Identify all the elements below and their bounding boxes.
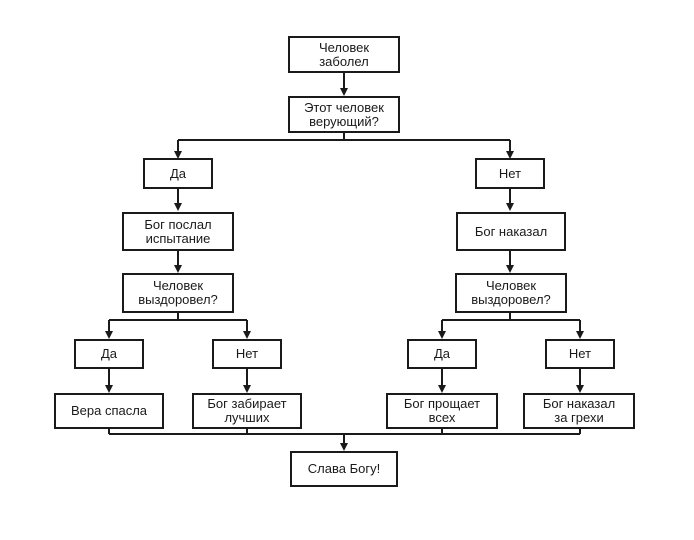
arrowhead [340, 443, 348, 451]
node-recovered-right: Человек выздоровел? [455, 273, 567, 313]
arrowhead [438, 331, 446, 339]
node-god-punished: Бог наказал [456, 212, 566, 251]
arrowhead [438, 385, 446, 393]
arrowhead [105, 385, 113, 393]
arrowhead [506, 203, 514, 211]
arrowhead [174, 265, 182, 273]
node-end: Слава Богу! [290, 451, 398, 487]
node-start: Человек заболел [288, 36, 400, 73]
node-yes-right: Да [407, 339, 477, 369]
node-god-punished-sins: Бог наказал за грехи [523, 393, 635, 429]
node-question-believer: Этот человек верующий? [288, 96, 400, 133]
node-god-sent-trial: Бог послал испытание [122, 212, 234, 251]
arrowhead [174, 151, 182, 159]
node-yes-left: Да [74, 339, 144, 369]
node-god-takes-best: Бог забирает лучших [192, 393, 302, 429]
arrowhead [174, 203, 182, 211]
node-recovered-left: Человек выздоровел? [122, 273, 234, 313]
arrowhead [243, 385, 251, 393]
node-no-top: Нет [475, 158, 545, 189]
arrowhead [576, 331, 584, 339]
node-faith-saved: Вера спасла [54, 393, 164, 429]
node-god-forgives-all: Бог прощает всех [386, 393, 498, 429]
node-no-right: Нет [545, 339, 615, 369]
arrowhead [340, 88, 348, 96]
arrowhead [506, 151, 514, 159]
arrowhead [506, 265, 514, 273]
arrowhead [243, 331, 251, 339]
arrowhead [105, 331, 113, 339]
node-no-left: Нет [212, 339, 282, 369]
node-yes-top: Да [143, 158, 213, 189]
arrowhead [576, 385, 584, 393]
